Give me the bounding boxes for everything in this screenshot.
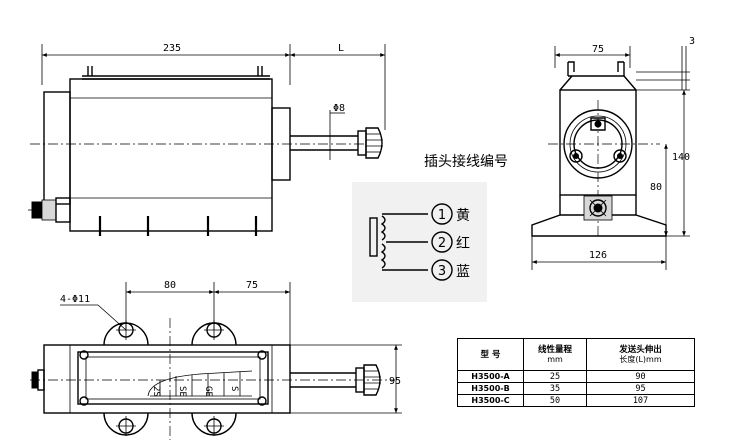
scale-mark-1: 2S [151, 386, 161, 397]
cell-range: 35 [523, 382, 587, 395]
cell-extension: 90 [586, 370, 695, 383]
scale-mark-3: GE [203, 386, 213, 397]
top-hole-spacing-label: 80 [164, 280, 176, 291]
cell-range: 25 [523, 370, 587, 383]
side-view: 75 3 [531, 36, 695, 270]
top-height-label: 95 [389, 376, 401, 387]
wiring-title: 插头接线编号 [424, 153, 508, 170]
front-rod-diameter-label: Φ8 [333, 103, 345, 114]
top-holes-label: 4-Φ11 [60, 294, 90, 305]
header-extension: 发送头伸出长度(L)mm [586, 338, 695, 371]
table-row: H3500-C 50 107 [457, 394, 695, 407]
cell-extension: 95 [586, 382, 695, 395]
side-width-label: 75 [592, 44, 604, 55]
top-hole-offset-label: 75 [246, 280, 258, 291]
table-row: H3500-B 35 95 [457, 382, 695, 395]
scale-ticks [159, 372, 241, 396]
cell-range: 50 [523, 394, 587, 407]
side-offset-label: 3 [689, 36, 695, 47]
front-view: 235 L Φ8 [28, 43, 386, 236]
pin-1-number: 1 [438, 208, 446, 223]
cell-model: H3500-C [457, 394, 524, 407]
wiring-diagram: 插头接线编号 1 黄 2 红 3 蓝 [352, 153, 508, 302]
front-length-label: 235 [163, 43, 181, 54]
front-extension-label: L [338, 43, 344, 54]
cell-model: H3500-B [457, 382, 524, 395]
front-length-dimension: 235 L [41, 43, 386, 130]
table-row: H3500-A 25 90 [457, 370, 695, 383]
side-height-label: 140 [672, 152, 690, 163]
pin-1-color: 黄 [456, 207, 470, 224]
cell-extension: 107 [586, 394, 695, 407]
pin-2-color: 红 [456, 236, 470, 252]
scale-mark-2: SE [177, 386, 187, 397]
top-view: 80 75 4-Φ11 [30, 280, 402, 440]
scale-mark-4: S [229, 386, 239, 391]
side-base-width-label: 126 [589, 250, 607, 261]
pin-2-number: 2 [438, 236, 446, 251]
pin-3-number: 3 [438, 264, 446, 279]
side-center-height-label: 80 [650, 182, 662, 193]
pin-3-color: 蓝 [456, 264, 470, 280]
header-model: 型 号 [457, 338, 524, 371]
cell-model: H3500-A [457, 370, 524, 383]
